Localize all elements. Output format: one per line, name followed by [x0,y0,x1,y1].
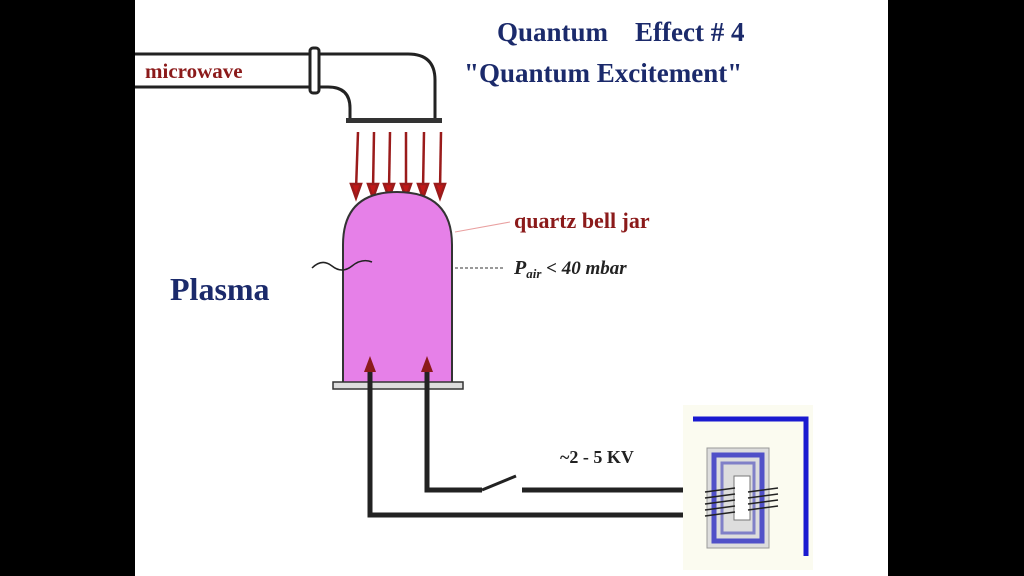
bell-jar-pointer [454,221,511,233]
microwave-waveguide [135,46,437,120]
plasma-pointer [311,259,373,271]
title-line-2: "Quantum Excitement" [464,58,742,88]
bell-jar-base [332,381,464,390]
electrode-arrows [364,356,433,372]
electrical-circuit [367,370,690,518]
voltage-label: ~2 - 5 KV [560,447,634,467]
title-line-1: Quantum Effect # 4 [497,17,744,47]
waveguide-flange [346,118,442,123]
bell-jar-label: quartz bell jar [514,208,650,233]
transformer-icon [683,405,813,570]
pressure-label: Pair < 40 mbar [513,257,627,281]
microwave-label: microwave [145,59,243,83]
switch [481,474,517,492]
microwave-arrows [349,131,447,202]
plasma-label: Plasma [170,271,270,307]
quartz-bell-jar [342,190,453,384]
